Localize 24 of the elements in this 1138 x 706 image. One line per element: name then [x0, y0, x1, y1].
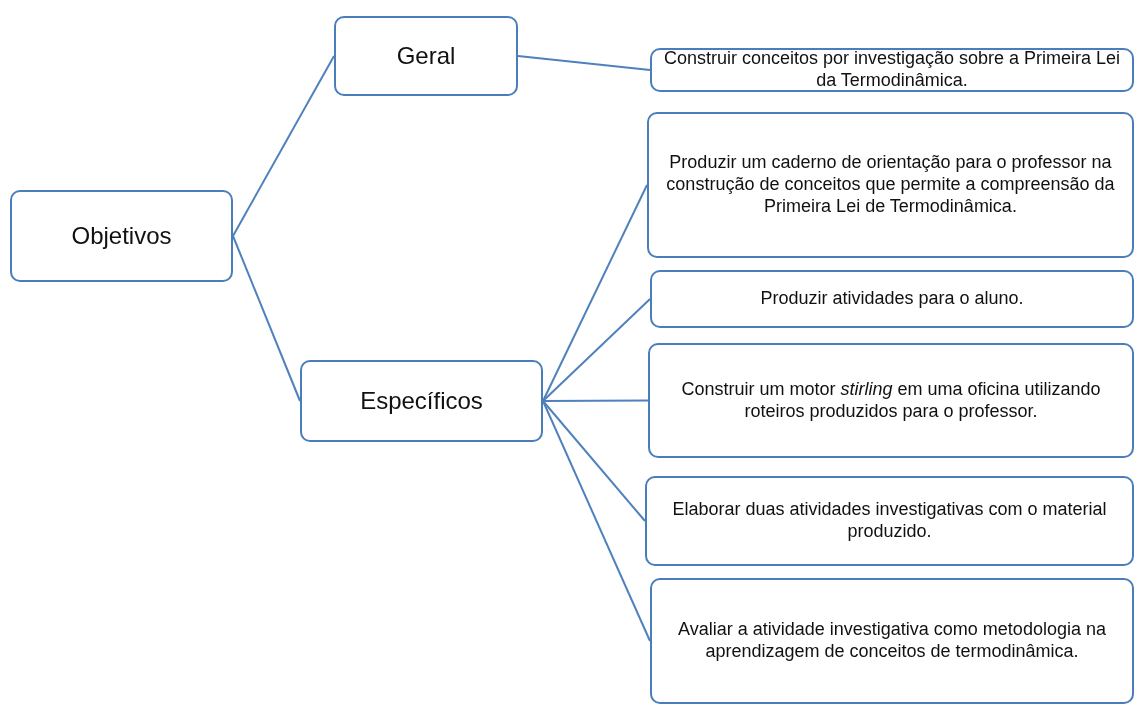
connector-line — [542, 184, 648, 402]
connector-line — [517, 55, 651, 71]
box-text: Produzir um caderno de orientação para o professor na construção de conceitos que permite a compreensão da Primeira Lei de Termodinâmica. — [665, 152, 1116, 218]
box-text: Produzir atividades para o aluno. — [760, 288, 1024, 310]
box-text: Avaliar a atividade investigativa como metodologia na aprendizagem de conceitos de termodinâmica. — [677, 619, 1107, 663]
rounded-box — [650, 270, 1134, 328]
connector-line — [542, 298, 651, 402]
connector-line — [542, 400, 646, 522]
rounded-box — [334, 16, 518, 96]
connector-line — [232, 235, 301, 402]
rounded-box — [645, 476, 1134, 566]
rounded-box — [300, 360, 543, 442]
rounded-box — [647, 112, 1134, 258]
box-text: Específicos — [360, 386, 483, 416]
box-text: Geral — [396, 41, 456, 71]
rounded-box — [648, 343, 1134, 458]
box-text: Elaborar duas atividades investigativas com o material produzido. — [671, 499, 1108, 543]
rounded-box — [650, 578, 1134, 704]
box-text: Objetivos — [71, 221, 172, 251]
rounded-box — [10, 190, 233, 282]
box-text: Construir conceitos por investigação sobre a Primeira Lei da Termodinâmica. — [662, 48, 1122, 92]
connector-line — [232, 55, 335, 237]
box-text: Construir um motor stirling em uma oficina utilizando roteiros produzidos para o professor. — [680, 378, 1102, 423]
connector-line — [542, 399, 649, 402]
